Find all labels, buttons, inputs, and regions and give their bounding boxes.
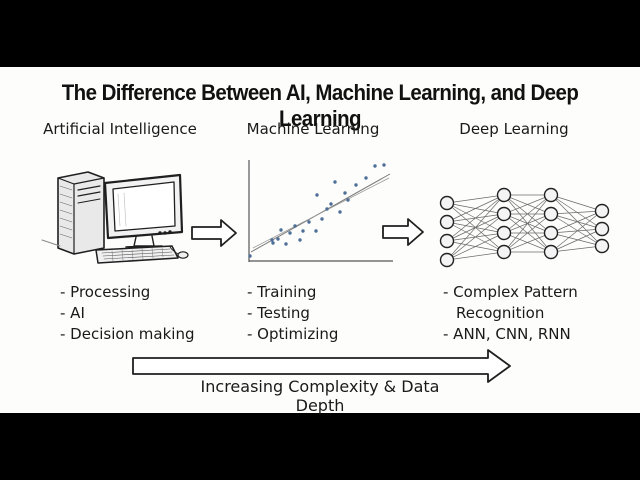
scatter-point (343, 191, 347, 195)
network-connection (550, 194, 603, 212)
scatter-point (284, 242, 288, 246)
network-connection (446, 194, 505, 261)
heading-artificial-intelligence: Artificial Intelligence (43, 120, 197, 138)
list-item: - ANN, CNN, RNN (443, 325, 571, 343)
network-connection (550, 194, 603, 247)
network-connection (550, 228, 603, 234)
network-node (543, 244, 559, 260)
network-connection (550, 210, 603, 215)
scatter-point (279, 228, 283, 232)
computer-icon (41, 171, 189, 264)
network-node (496, 244, 512, 260)
heading-machine-learning: Machine Learning (246, 120, 380, 138)
scatter-point (333, 180, 337, 184)
dl-feature-list: - Complex Pattern Recognition - ANN, CNN… (443, 282, 578, 345)
network-connection (446, 213, 505, 261)
network-node (439, 214, 455, 230)
list-item: Recognition (456, 304, 545, 322)
network-connection (503, 194, 552, 234)
network-connection (550, 228, 603, 253)
scatter-point (354, 183, 358, 187)
page-title: The Difference Between AI, Machine Learn… (61, 80, 579, 131)
scatter-point (325, 207, 329, 211)
network-node (543, 206, 559, 222)
list-item: - Processing (60, 283, 151, 301)
heading-deep-learning: Deep Learning (459, 120, 569, 138)
complexity-arrow-icon (132, 349, 511, 383)
scatter-point (338, 210, 342, 214)
list-item: - Decision making (60, 325, 195, 343)
scatter-point (315, 193, 319, 197)
network-node (439, 233, 455, 249)
scatter-point (248, 254, 252, 258)
network-connection (550, 245, 603, 253)
list-item: - Complex Pattern (443, 283, 578, 301)
network-connection (503, 194, 552, 253)
list-item: - AI (60, 304, 85, 322)
network-node (439, 252, 455, 268)
right-arrow-icon (382, 218, 424, 246)
right-arrow-icon (191, 219, 237, 247)
network-node (594, 238, 610, 254)
network-connection (446, 194, 505, 242)
network-connection (550, 210, 603, 234)
scatter-point (373, 164, 377, 168)
network-connection (550, 213, 603, 247)
scatter-point (271, 241, 275, 245)
network-node (496, 206, 512, 222)
network-node (543, 225, 559, 241)
neural-network-icon (439, 187, 610, 268)
ai-feature-list: - Processing - AI - Decision making (60, 282, 195, 345)
network-connection (550, 213, 603, 230)
list-item: - Training (247, 283, 317, 301)
scatter-point (346, 198, 350, 202)
network-node (439, 195, 455, 211)
network-connection (550, 210, 603, 253)
scatter-point (364, 176, 368, 180)
network-node (594, 221, 610, 237)
scatter-plot-icon (248, 160, 393, 262)
scatter-point (382, 163, 386, 167)
network-connection (446, 232, 505, 261)
scatter-point (293, 224, 297, 228)
scatter-point (320, 217, 324, 221)
network-connection (503, 194, 552, 215)
network-node (496, 187, 512, 203)
network-connection (503, 213, 552, 253)
scatter-point (270, 238, 274, 242)
list-item: - Optimizing (247, 325, 339, 343)
network-connection (503, 232, 552, 253)
scatter-point (288, 231, 292, 235)
scatter-point (307, 220, 311, 224)
network-connection (446, 251, 505, 261)
scatter-point (329, 202, 333, 206)
network-node (543, 187, 559, 203)
scatter-point (314, 229, 318, 233)
network-node (496, 225, 512, 241)
ml-feature-list: - Training - Testing - Optimizing (247, 282, 338, 345)
network-connection (550, 194, 603, 230)
network-connection (446, 194, 505, 223)
network-connection (446, 194, 505, 204)
network-connection (550, 232, 603, 247)
network-node (594, 203, 610, 219)
scatter-point (298, 238, 302, 242)
scatter-point (276, 237, 280, 241)
list-item: - Testing (247, 304, 310, 322)
scatter-point (301, 229, 305, 233)
complexity-caption: Increasing Complexity & Data Depth (200, 377, 440, 415)
